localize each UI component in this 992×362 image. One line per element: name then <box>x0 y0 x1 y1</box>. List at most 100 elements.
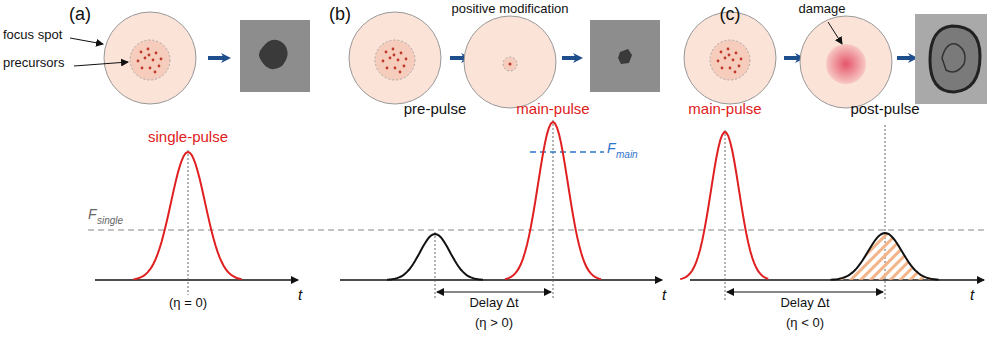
precursor-dot <box>732 59 735 62</box>
pulse-curve <box>387 234 483 280</box>
precursor-dot <box>738 65 741 68</box>
precursor-dot <box>158 65 161 68</box>
ratio-label: (η > 0) <box>475 316 513 331</box>
fluence-subscript: main <box>616 149 638 161</box>
precursor-dot <box>721 67 724 70</box>
state-label: positive modification <box>451 2 568 17</box>
pulse-curve <box>831 233 939 280</box>
precursor-dot <box>149 67 152 70</box>
precursor-dots <box>382 48 408 74</box>
precursor-dot <box>160 58 163 61</box>
precursor-dot <box>137 60 140 63</box>
damage-site <box>259 40 288 69</box>
precursor-dots <box>137 48 163 74</box>
micrograph <box>240 20 310 92</box>
precursor-dot <box>735 52 738 55</box>
focus-spot <box>349 12 441 104</box>
process-arrow <box>897 56 913 60</box>
precursor-dot <box>727 48 730 51</box>
precursor-zone <box>710 40 750 80</box>
precursor-dot <box>392 48 395 51</box>
focus-spot <box>684 12 776 104</box>
precursor-dots <box>717 48 743 74</box>
pulse-label: pre-pulse <box>404 100 467 117</box>
focus-spot <box>800 16 892 108</box>
threshold-line <box>88 229 988 230</box>
precursor-dot <box>386 67 389 70</box>
damage-site <box>618 49 632 64</box>
precursor-dot <box>148 54 151 57</box>
pulse-label: main-pulse <box>688 100 761 117</box>
panel-label: (a) <box>69 4 91 25</box>
axis-label: t <box>298 286 302 303</box>
precursor-dot <box>728 54 731 57</box>
peak-marker <box>553 120 554 300</box>
precursor-dot <box>403 65 406 68</box>
time-axis <box>95 279 298 281</box>
peak-marker <box>188 150 189 295</box>
ratio-label: (η = 0) <box>169 296 207 311</box>
precursor-dot <box>385 51 388 54</box>
precursor-dot <box>382 60 385 63</box>
delay-label: Delay Δt <box>780 296 829 311</box>
precursor-dot <box>397 59 400 62</box>
part-label: focus spot <box>3 28 62 43</box>
precursor-dot <box>154 71 157 74</box>
process-arrow <box>562 56 578 60</box>
threshold-line <box>530 151 604 153</box>
leader-line <box>74 62 128 66</box>
precursor-dot <box>389 57 392 60</box>
precursor-zone <box>375 40 415 80</box>
precursor-dot <box>141 67 144 70</box>
pulse-label: main-pulse <box>516 100 589 117</box>
peak-marker <box>725 130 726 300</box>
micrograph <box>590 20 660 92</box>
pulse-label: single-pulse <box>148 128 228 145</box>
precursor-dot <box>155 52 158 55</box>
focus-spot <box>104 12 196 104</box>
precursor-dot <box>394 67 397 70</box>
precursor-dot <box>405 58 408 61</box>
panel-label: (b) <box>329 4 351 25</box>
precursor-dot <box>717 60 720 63</box>
precursor-dot <box>400 52 403 55</box>
damage-site <box>942 44 965 72</box>
fluence-symbol: F <box>88 206 97 222</box>
precursor-dot <box>152 59 155 62</box>
delay-arrow <box>727 292 883 293</box>
precursor-dot <box>734 71 737 74</box>
axis-label: t <box>662 286 666 303</box>
state-label: damage <box>799 2 846 17</box>
micrograph <box>915 14 987 104</box>
precursor-dot <box>393 54 396 57</box>
pulse-fill <box>831 233 939 280</box>
leader-line <box>828 22 842 44</box>
pulse-curve <box>134 152 242 279</box>
precursor-dot <box>147 48 150 51</box>
process-arrow <box>208 56 226 60</box>
damage-zone <box>826 44 866 84</box>
peak-marker <box>435 232 436 300</box>
process-arrow <box>784 56 800 60</box>
delay-arrow <box>437 292 551 293</box>
delay-label: Delay Δt <box>469 296 518 311</box>
precursor-dot <box>729 67 732 70</box>
precursor-dot <box>399 71 402 74</box>
ratio-label: (η < 0) <box>786 316 824 331</box>
focus-spot <box>464 16 556 108</box>
damage-site <box>930 26 980 92</box>
pulse-label: post-pulse <box>850 100 919 117</box>
precursor-dot <box>740 58 743 61</box>
axis-label: t <box>970 286 974 303</box>
panel-label: (c) <box>720 4 741 25</box>
fluence-symbol: F <box>607 140 616 156</box>
precursor-dot <box>724 57 727 60</box>
part-label: precursors <box>3 56 64 71</box>
leader-line <box>70 38 103 44</box>
precursor-zone <box>130 40 170 80</box>
pulse-curve <box>505 122 601 279</box>
precursor-dot <box>144 57 147 60</box>
fluence-subscript: single <box>97 215 123 227</box>
precursor-dot <box>509 63 512 66</box>
